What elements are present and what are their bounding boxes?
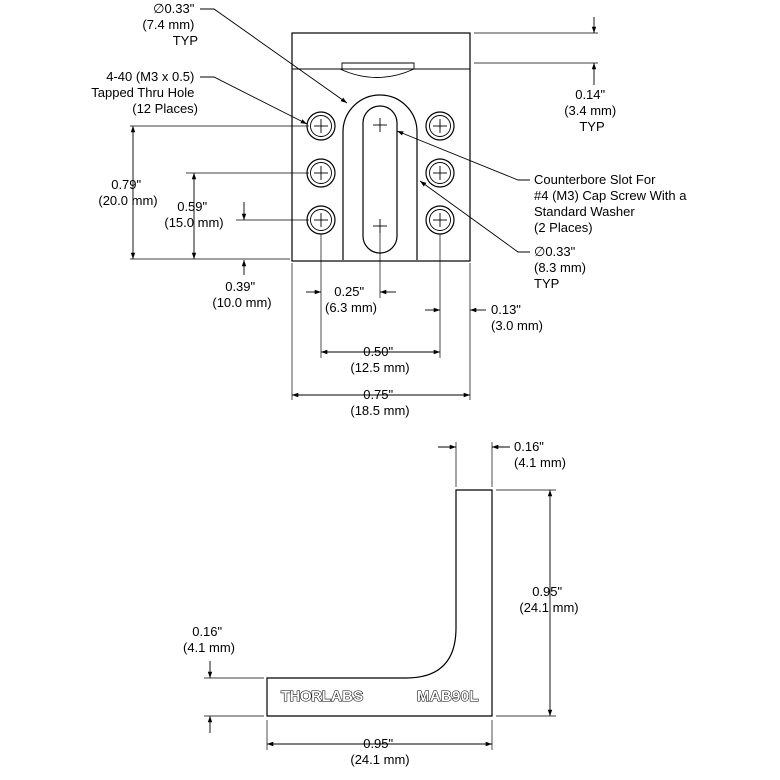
- tapped-hole: [306, 205, 336, 235]
- brand-logo: THORLABS: [281, 688, 364, 705]
- tapped-hole: [425, 158, 455, 188]
- height-label: 0.95" (24.1 mm): [519, 584, 578, 615]
- counterbore-slot-label: Counterbore Slot For #4 (M3) Cap Screw W…: [534, 172, 690, 235]
- tapped-hole: [306, 111, 336, 141]
- hole-pitch-050-label: 0.50" (12.5 mm): [350, 344, 409, 375]
- slot-offset-025-label: 0.25" (6.3 mm): [325, 284, 377, 315]
- leader-tapped-hole: [200, 76, 308, 125]
- part-number-engraving: MAB90L: [417, 688, 479, 705]
- thickness-vertical-label: 0.16" (4.1 mm): [514, 439, 566, 470]
- tapped-hole: [306, 158, 336, 188]
- hole-spacing-039-label: 0.39" (10.0 mm): [212, 279, 271, 310]
- tapped-hole-label: 4-40 (M3 x 0.5) Tapped Thru Hole (12 Pla…: [91, 69, 198, 116]
- top-view: ∅0.33" (7.4 mm) TYP 4-40 (M3 x 0.5) Tapp…: [91, 1, 690, 418]
- top-offset-label: 0.14" (3.4 mm) TYP: [564, 87, 620, 134]
- tapped-hole: [425, 111, 455, 141]
- side-view: THORLABS MAB90L 0.16" (4.1 mm) 0.95" (24…: [183, 439, 579, 767]
- width-075-label: 0.75" (18.5 mm): [350, 387, 409, 418]
- length-label: 0.95" (24.1 mm): [350, 736, 409, 767]
- hole-spacing-059-label: 0.59" (15.0 mm): [164, 199, 223, 230]
- hole-spacing-079-label: 0.79" (20.0 mm): [98, 177, 157, 208]
- bracket-side-profile: [266, 489, 493, 717]
- edge-offset-013-label: 0.13" (3.0 mm): [491, 302, 543, 333]
- notch-arc: [339, 68, 415, 78]
- slot-crosshair-bottom: [373, 219, 387, 233]
- leader-counterbore-slot: [396, 130, 530, 181]
- tapped-hole: [425, 205, 455, 235]
- slot-crosshair-top: [373, 118, 387, 132]
- leader-slot-counterbore-dia: [200, 8, 348, 104]
- slot-dia-label: ∅0.33" (8.3 mm) TYP: [534, 244, 590, 291]
- leader-slot-dia: [419, 180, 530, 253]
- slot-counterbore-dia-label: ∅0.33" (7.4 mm) TYP: [142, 1, 198, 48]
- thickness-horizontal-label: 0.16" (4.1 mm): [183, 624, 235, 655]
